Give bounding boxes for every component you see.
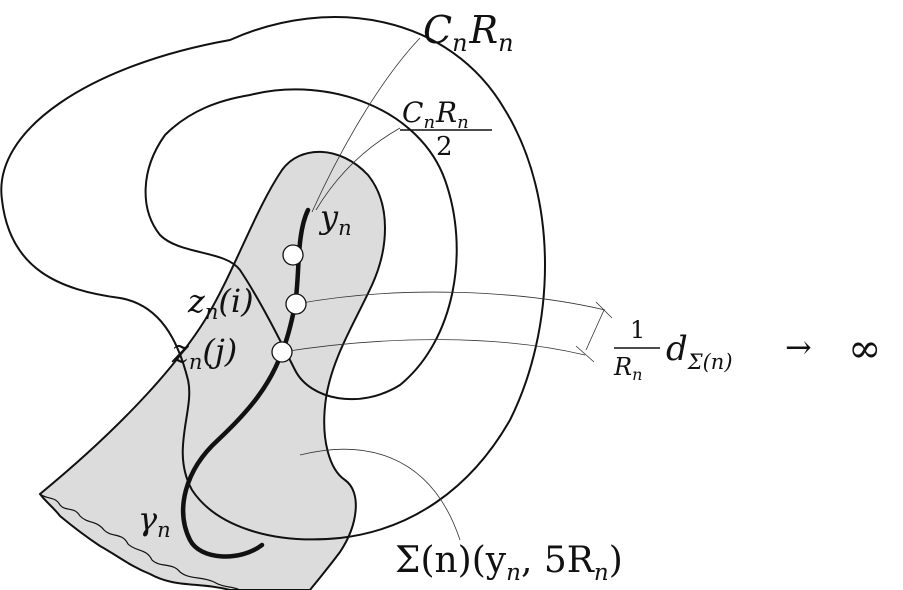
label-outer-radius: CnRn [423, 8, 514, 57]
label-gamma: γn [138, 500, 171, 542]
label-inner-radius: CnRn 2 [400, 96, 492, 162]
distance-bracket [575, 301, 613, 363]
svg-text:→: → [785, 328, 812, 366]
leader-surface [299, 448, 461, 541]
marker-zj [271, 341, 293, 363]
svg-text:dΣ(n): dΣ(n) [666, 329, 733, 374]
inner-curve [144, 88, 458, 401]
label-distance: 1 Rn dΣ(n) → ∞ [613, 316, 881, 384]
label-surface: Σ(n)(yn, 5Rn) [395, 540, 623, 586]
svg-text:Rn: Rn [613, 353, 642, 384]
leader-zi [295, 291, 606, 311]
svg-text:∞: ∞ [848, 326, 881, 372]
svg-text:2: 2 [436, 132, 453, 162]
marker-zi [285, 293, 307, 315]
leader-outer-radius [311, 37, 421, 213]
outer-curve [0, 16, 546, 541]
svg-text:1: 1 [630, 316, 645, 344]
marker-yn [282, 244, 304, 266]
label-zj: zn(j) [171, 332, 237, 374]
label-zi: zn(i) [187, 282, 254, 324]
label-yn: yn [318, 198, 352, 240]
leader-inner-radius [315, 127, 401, 211]
svg-text:CnRn: CnRn [402, 96, 469, 133]
surface-torn-edge [39, 493, 241, 590]
leader-zj [281, 339, 586, 356]
